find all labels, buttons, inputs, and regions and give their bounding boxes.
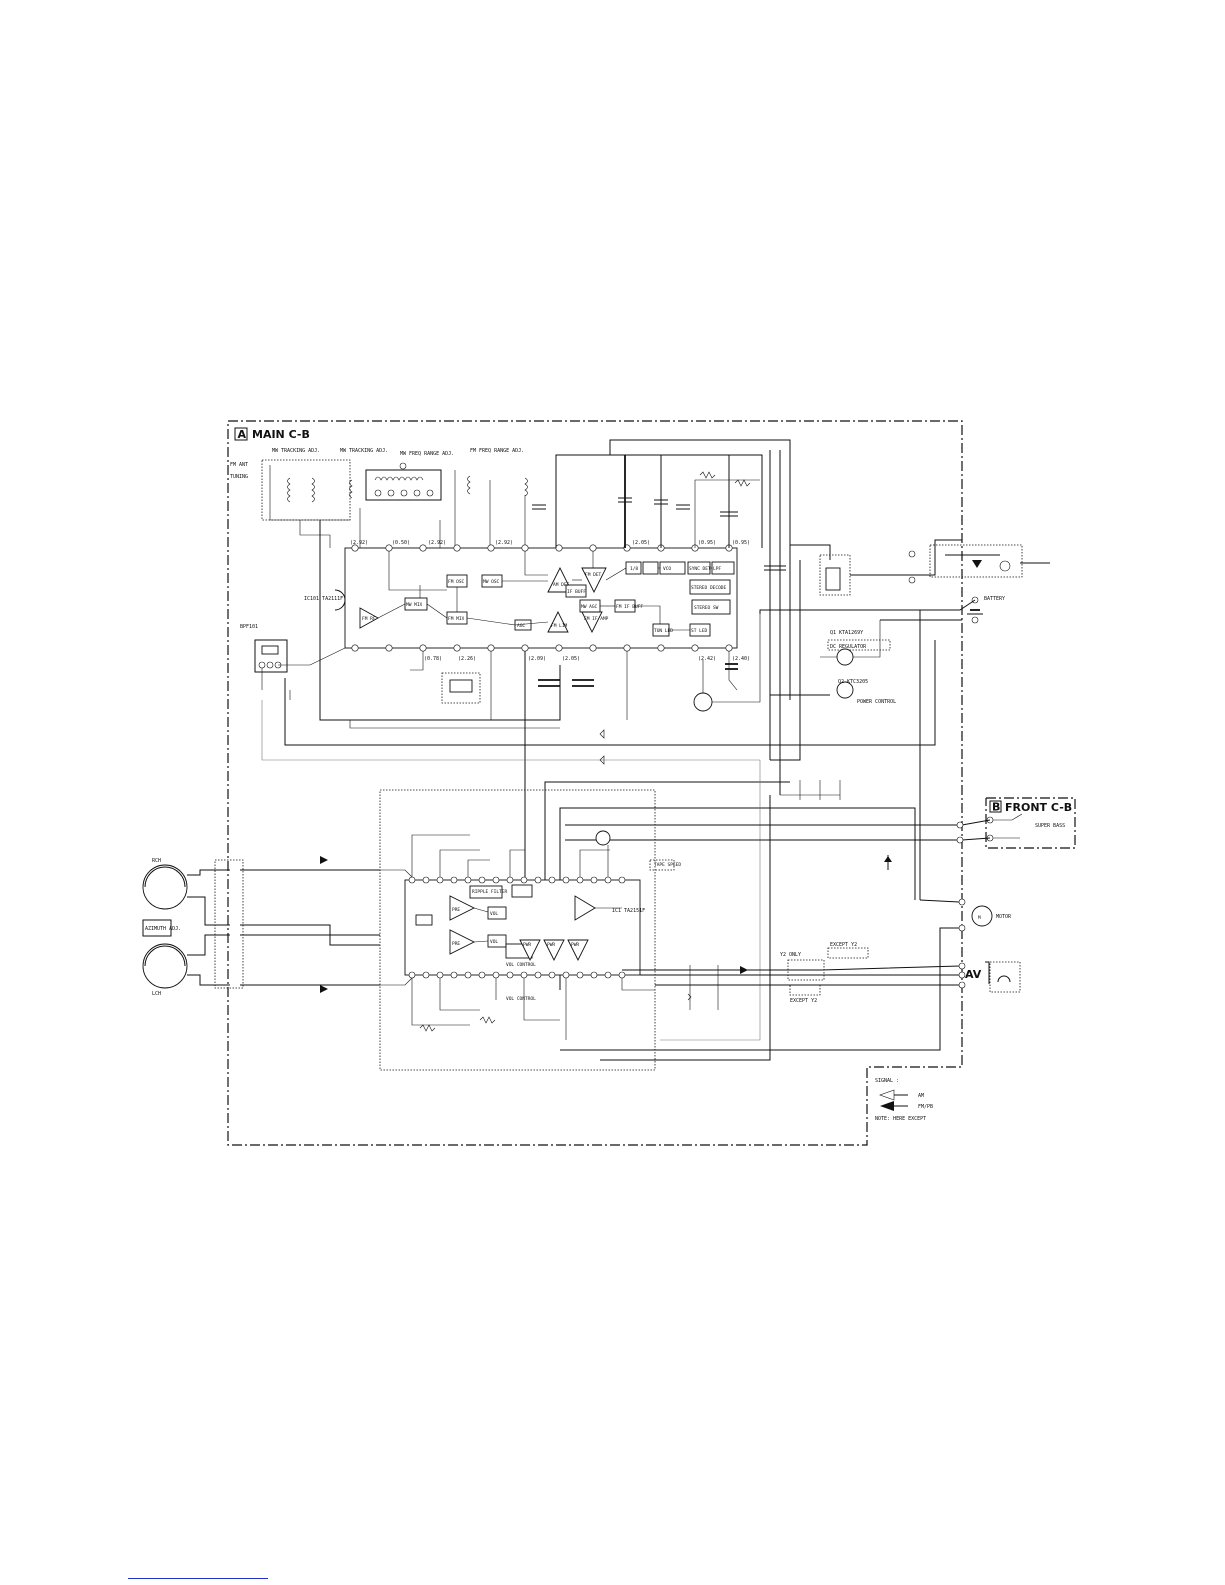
svg-text:ST LED: ST LED — [691, 628, 708, 634]
rch-label: RCH — [152, 858, 161, 864]
svg-text:MW MIX: MW MIX — [406, 602, 423, 608]
svg-text:(2.05): (2.05) — [632, 540, 650, 546]
motor-label: MOTOR — [996, 914, 1012, 920]
vol-control-label: VOL CONTROL — [506, 996, 536, 1002]
mw-tracking-label-1: MW TRACKING ADJ. — [272, 448, 320, 454]
except-y2-label-2: EXCEPT Y2 — [790, 998, 817, 1004]
front-board-title: FRONT C-B — [1005, 801, 1072, 814]
ic101-top-network — [532, 439, 791, 795]
svg-text:FM DET: FM DET — [585, 572, 602, 578]
svg-text:FM OSC: FM OSC — [448, 579, 465, 585]
signal-legend-title: SIGNAL : — [875, 1078, 899, 1084]
svg-text:(0.78): (0.78) — [424, 656, 442, 662]
svg-text:VOL: VOL — [490, 911, 498, 917]
svg-text:FM RF: FM RF — [362, 616, 376, 622]
bpf-antenna-section: BPF101 — [240, 520, 561, 721]
svg-text:IF BUFF: IF BUFF — [567, 589, 586, 595]
svg-text:STEREO DECODE: STEREO DECODE — [691, 585, 727, 591]
signal-legend: SIGNAL : AM FM/PB NOTE: HERE EXCEPT — [875, 1078, 933, 1122]
tape-speed-label: TAPE SPEED — [654, 862, 681, 868]
svg-text:PWR: PWR — [523, 942, 531, 948]
svg-text:1/8: 1/8 — [630, 566, 638, 572]
mw-freq-range-label: MW FREQ RANGE ADJ. — [400, 451, 454, 457]
svg-text:LPF: LPF — [713, 566, 721, 572]
y2-only-label: Y2 ONLY — [780, 952, 801, 958]
main-board-header: A MAIN C-B — [234, 427, 310, 441]
ic1-region: IC1 TA2151F — [379, 789, 681, 1071]
svg-text:(2.92): (2.92) — [350, 540, 368, 546]
legend-am-label: AM — [918, 1093, 924, 1099]
svg-text:TUN LED: TUN LED — [654, 628, 673, 634]
main-board-letter: A — [238, 428, 247, 441]
svg-text:FM ANT: FM ANT — [230, 462, 248, 468]
svg-text:PRE: PRE — [452, 941, 460, 947]
svg-text:(0.95): (0.95) — [698, 540, 716, 546]
svg-text:PWR: PWR — [547, 942, 555, 948]
svg-text:VCO: VCO — [663, 566, 671, 572]
svg-text:FM IF BUFF: FM IF BUFF — [616, 604, 643, 610]
front-board-letter: B — [992, 801, 1000, 814]
svg-text:STEREO SW: STEREO SW — [694, 605, 719, 611]
hollow-arrow-icon — [879, 1089, 895, 1101]
svg-text:(0.95): (0.95) — [732, 540, 750, 546]
filled-arrow-icon — [880, 1101, 894, 1111]
azimuth-label: AZIMUTH ADJ. — [145, 926, 181, 932]
svg-text:(2.92): (2.92) — [428, 540, 446, 546]
svg-text:FM MIX: FM MIX — [448, 616, 465, 622]
head-section: RCH LCH AZIMUTH ADJ. — [142, 856, 380, 997]
svg-text:AM DET: AM DET — [553, 582, 570, 588]
battery-label: BATTERY — [984, 596, 1005, 602]
main-board-outline — [227, 420, 963, 1146]
lch-label: LCH — [152, 991, 161, 997]
svg-text:(2.92): (2.92) — [495, 540, 513, 546]
svg-text:Q1 KTA1269Y: Q1 KTA1269Y — [830, 630, 863, 636]
fm-freq-range-label: FM FREQ RANGE ADJ. — [470, 448, 524, 454]
ic101-label: IC101 TA2111F — [304, 596, 343, 602]
svg-text:BPF101: BPF101 — [240, 624, 258, 630]
except-y2-label-1: EXCEPT Y2 — [830, 942, 857, 948]
svg-text:(2.26): (2.26) — [458, 656, 476, 662]
right-connectors — [956, 819, 991, 989]
svg-text:(2.09): (2.09) — [528, 656, 546, 662]
super-bass-label: SUPER BASS — [1035, 823, 1065, 829]
legend-fm-label: FM/PB — [918, 1104, 933, 1110]
dc-regulator-label: DC REGULATOR — [830, 644, 867, 650]
legend-note: NOTE: HERE EXCEPT — [875, 1116, 926, 1122]
ripple-filter-label: RIPPLE FILTER — [472, 889, 508, 895]
svg-text:AV: AV — [965, 968, 982, 981]
svg-text:MW AGC: MW AGC — [581, 604, 598, 610]
svg-text:FM LIM: FM LIM — [551, 623, 568, 629]
svg-text:VOL: VOL — [490, 939, 498, 945]
svg-text:PRE: PRE — [452, 907, 460, 913]
svg-text:AGC: AGC — [517, 623, 525, 629]
power-control-label: POWER CONTROL — [857, 699, 896, 705]
svg-text:FM IF AMP: FM IF AMP — [584, 616, 609, 622]
svg-text:PWR: PWR — [571, 942, 579, 948]
svg-text:Q2 KTC3205: Q2 KTC3205 — [838, 679, 868, 685]
svg-text:SYNC DET: SYNC DET — [689, 566, 711, 572]
tuning-label: TUNING — [230, 474, 248, 480]
tuning-coil-section: FM ANT TUNING MW TRACKING ADJ. MW TRACKI… — [230, 448, 528, 549]
svg-text:M: M — [978, 915, 981, 921]
svg-text:(0.50): (0.50) — [392, 540, 410, 546]
bus-lines — [544, 760, 960, 1061]
svg-text:(2.40): (2.40) — [732, 656, 750, 662]
front-board: B FRONT C-B SUPER BASS — [985, 797, 1076, 849]
ic101: IC101 TA2111F (2.92) (0.50) (2.92) (2.92… — [304, 540, 750, 662]
main-board-title: MAIN C-B — [252, 428, 310, 441]
footer-link-underline[interactable] — [128, 1578, 268, 1579]
svg-text:(2.42): (2.42) — [698, 656, 716, 662]
ic1-label: IC1 TA2151F — [612, 908, 645, 914]
mw-tracking-label-2: MW TRACKING ADJ. — [340, 448, 388, 454]
power-section: BATTERY Q1 KTA1269Y DC REGULATOR Q2 KTC3… — [759, 539, 1050, 900]
svg-text:MW OSC: MW OSC — [483, 579, 500, 585]
output-section: M MOTOR Y2 ONLY EXCEPT Y2 EXCEPT Y2 AV — [560, 898, 1021, 1051]
svg-text:(2.05): (2.05) — [562, 656, 580, 662]
svg-text:VOL CONTROL: VOL CONTROL — [506, 962, 536, 968]
